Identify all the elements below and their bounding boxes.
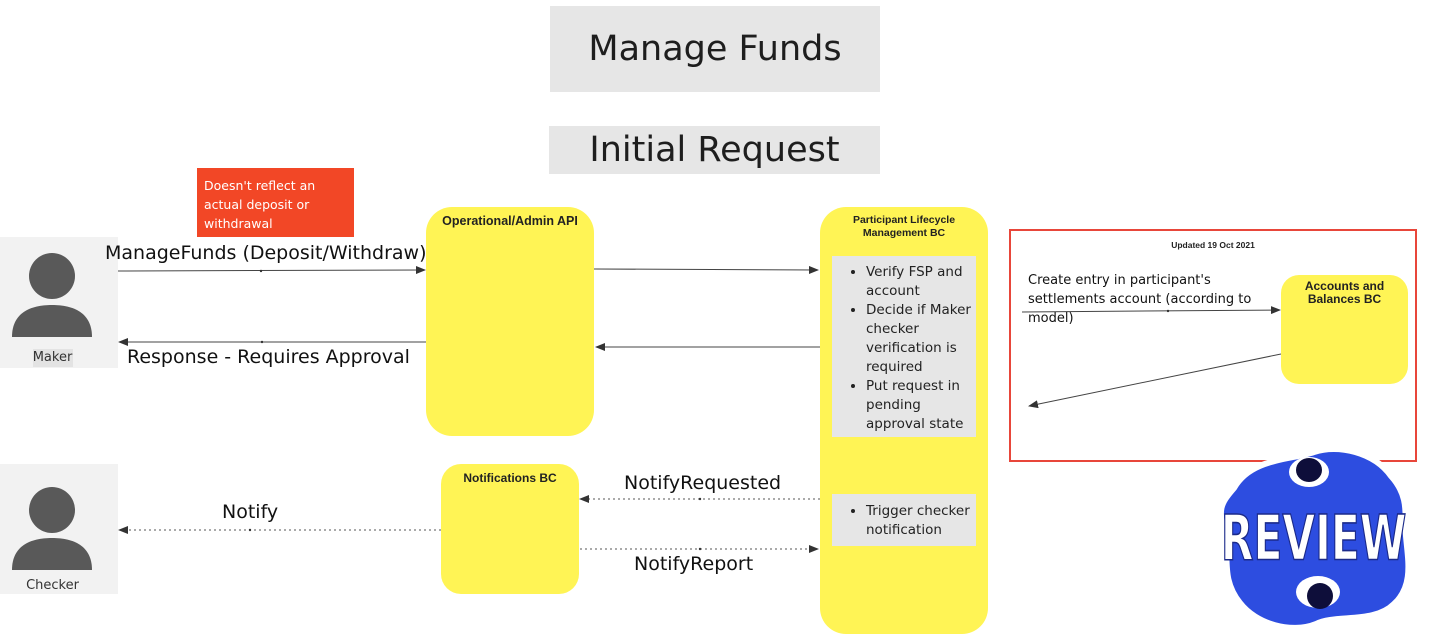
notifications-box: Notifications BC [441, 464, 579, 594]
review-frame: Updated 19 Oct 2021 [1009, 229, 1417, 462]
checker-actor: Checker [0, 464, 118, 594]
user-icon [12, 487, 92, 570]
maker-label: Maker [32, 350, 73, 365]
step-item: Put request in pending approval state [866, 377, 976, 434]
updated-label: Updated 19 Oct 2021 [1171, 240, 1255, 250]
callout-note: Doesn't reflect an actual deposit or wit… [197, 168, 354, 237]
label-response: Response - Requires Approval [127, 346, 410, 368]
trigger-steps-list: Trigger checker notification [832, 502, 976, 540]
arrow-managefunds [117, 266, 426, 275]
participant-lifecycle-title: Participant Lifecycle Management BC [852, 214, 956, 239]
step-item: Trigger checker notification [866, 502, 976, 540]
review-sticker: REVIEW [1217, 446, 1412, 631]
label-notifyrequested: NotifyRequested [624, 472, 782, 494]
label-notifyreport: NotifyReport [634, 553, 754, 575]
label-managefunds: ManageFunds (Deposit/Withdraw) [105, 242, 427, 264]
step-item: Decide if Maker checker verification is … [866, 301, 976, 377]
checker-label: Checker [26, 578, 79, 593]
arrow-create-entry [1021, 306, 1281, 315]
participant-steps-note: Verify FSP and account Decide if Maker c… [832, 256, 976, 437]
participant-steps-list: Verify FSP and account Decide if Maker c… [832, 263, 976, 434]
trigger-note: Trigger checker notification [832, 494, 976, 546]
review-eyes-icon [1217, 446, 1412, 631]
diagram-title-text: Manage Funds [588, 29, 842, 69]
diagram-title: Manage Funds [550, 6, 880, 92]
label-notify: Notify [222, 501, 279, 523]
diagram-subtitle: Initial Request [549, 126, 880, 174]
diagram-subtitle-text: Initial Request [589, 130, 840, 170]
arrow-accounts-return [1028, 353, 1282, 409]
maker-label-box [33, 349, 73, 367]
review-sticker-text: REVIEW [1221, 502, 1407, 574]
accounts-balances-box: Accounts and Balances BC [1281, 275, 1408, 384]
arrow-api-to-lifecycle [593, 265, 819, 274]
user-icon [12, 253, 92, 337]
admin-api-box: Operational/Admin API [426, 207, 594, 436]
label-create-entry: Create entry in participant's settlement… [1028, 273, 1252, 326]
maker-actor: Maker [0, 237, 118, 368]
notifications-title: Notifications BC [463, 471, 557, 485]
step-item: Verify FSP and account [866, 263, 976, 301]
admin-api-title: Operational/Admin API [442, 214, 578, 228]
callout-text: Doesn't reflect an actual deposit or wit… [204, 178, 316, 231]
accounts-balances-title: Accounts and Balances BC [1304, 279, 1385, 306]
